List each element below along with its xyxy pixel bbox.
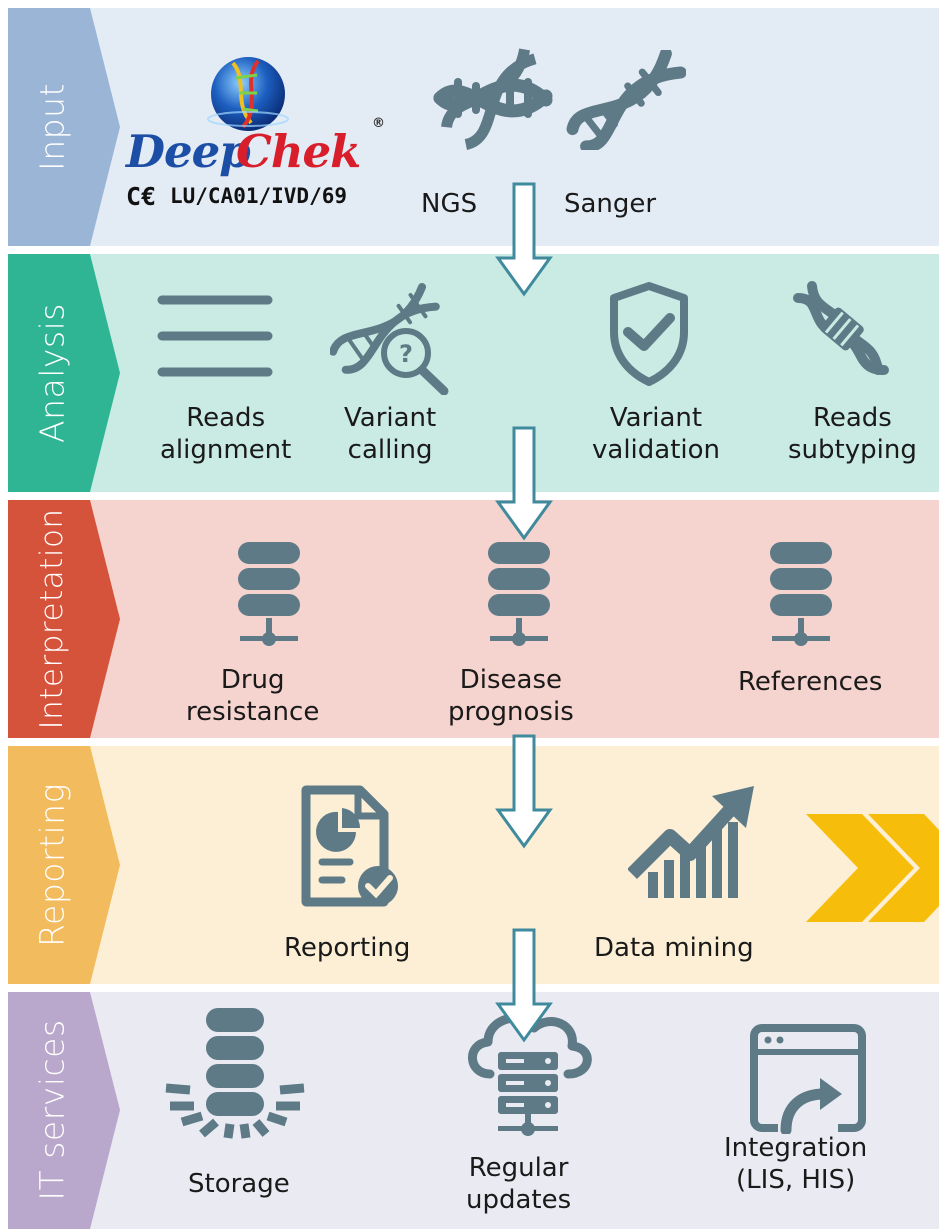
reads-alignment-icon: [157, 295, 273, 377]
reporting-section: Reporting Reporting Data mining: [8, 746, 939, 984]
flow-arrow-analysis-to-interpretation: [495, 426, 553, 541]
analysis-section: Analysis Reads alignment ? Variant calli…: [8, 254, 939, 492]
report-document-icon: [301, 785, 398, 907]
logo-deep: Deep: [126, 125, 251, 178]
interpretation-section: Interpretation Drug resistance Disease p…: [8, 500, 939, 738]
certification-number: LU/CA01/IVD/69: [170, 184, 348, 208]
it-services-tab-label: IT services: [32, 1019, 72, 1201]
disease-prognosis-database-icon: [488, 542, 550, 646]
deepchek-globe-icon: [207, 57, 289, 131]
it-services-section: IT services Storage: [8, 992, 939, 1229]
interpretation-tab: [8, 500, 120, 738]
variant-validation-label: Variant validation: [592, 403, 721, 465]
integration-window-icon: [750, 1024, 866, 1134]
flow-arrow-interpretation-to-reporting: [495, 734, 553, 849]
interpretation-tab-label: Interpretation: [34, 508, 70, 730]
input-tab-label: Input: [32, 83, 72, 171]
reporting-tab-label: Reporting: [32, 783, 72, 947]
data-mining-chart-icon: [628, 786, 754, 898]
shield-check-icon: [610, 282, 688, 386]
sanger-dna-icon: [566, 50, 686, 150]
storage-label: Storage: [188, 1169, 290, 1199]
flow-arrow-reporting-to-it-services: [495, 928, 553, 1043]
next-step-chevron-icon: [806, 814, 939, 922]
variant-calling-label: Variant calling: [344, 403, 437, 465]
drug-resistance-database-icon: [238, 542, 300, 646]
ce-mark: C€: [126, 182, 157, 211]
input-tab: [8, 8, 120, 246]
cloud-server-icon: [468, 1013, 592, 1136]
integration-label: Integration (LIS, HIS): [724, 1133, 868, 1195]
flow-arrow-input-to-analysis: [495, 182, 553, 297]
reporting-tab: [8, 746, 120, 984]
regular-updates-label: Regular updates: [466, 1153, 572, 1215]
logo-chek: Chek: [236, 125, 361, 178]
reads-alignment-label: Reads alignment: [160, 403, 292, 465]
reads-subtyping-label: Reads subtyping: [788, 403, 917, 465]
data-mining-label: Data mining: [594, 933, 754, 963]
reads-subtyping-icon: [793, 281, 889, 375]
svg-text:?: ?: [399, 340, 413, 368]
it-services-tab: [8, 992, 120, 1229]
storage-icon: [165, 1008, 305, 1139]
drug-resistance-label: Drug resistance: [186, 665, 320, 727]
reporting-label: Reporting: [284, 933, 411, 963]
references-database-icon: [770, 542, 832, 646]
logo-registered: ®: [372, 116, 385, 131]
input-section: Input Deep Chek ® C€ LU/CA01/IVD/69 NG: [8, 8, 939, 246]
analysis-tab: [8, 254, 120, 492]
sanger-label: Sanger: [564, 189, 657, 219]
analysis-tab-label: Analysis: [32, 303, 72, 443]
variant-calling-icon: ?: [330, 282, 449, 395]
references-label: References: [738, 667, 883, 697]
ngs-dna-icon: [433, 48, 553, 150]
disease-prognosis-label: Disease prognosis: [448, 665, 574, 727]
ngs-label: NGS: [421, 189, 478, 219]
